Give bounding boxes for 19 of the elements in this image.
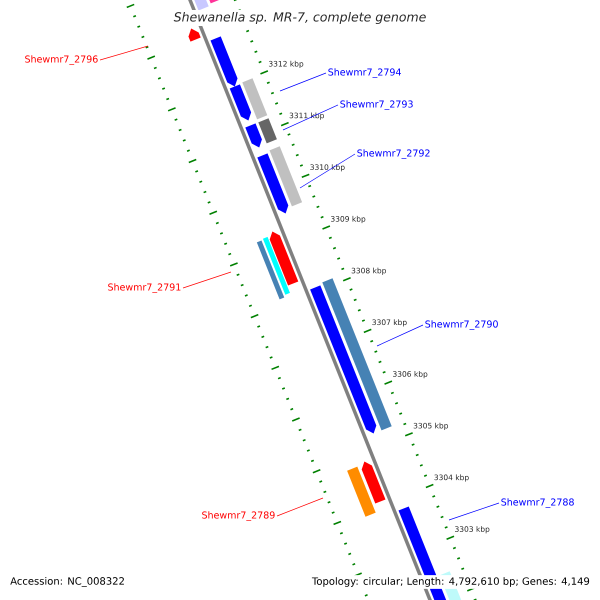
leader-line bbox=[300, 154, 356, 188]
accession-text: Accession: NC_008322 bbox=[8, 575, 127, 589]
gene-label: Shewmr7_2792 bbox=[357, 149, 430, 159]
leader-line bbox=[280, 72, 326, 92]
gene-label: Shewmr7_2796 bbox=[25, 55, 98, 65]
leader-line bbox=[376, 324, 424, 346]
gene-label: Shewmr7_2790 bbox=[425, 320, 498, 330]
leader-line bbox=[282, 104, 338, 130]
leader-line bbox=[182, 272, 232, 288]
gene-label: Shewmr7_2791 bbox=[108, 283, 180, 293]
gene-label: Shewmr7_2788 bbox=[501, 498, 574, 508]
gene-label: Shewmr7_2789 bbox=[202, 511, 275, 521]
gene-label: Shewmr7_2794 bbox=[328, 68, 401, 78]
title: Shewanella sp. MR-7, complete genome bbox=[172, 10, 428, 26]
gene-label: Shewmr7_2793 bbox=[340, 100, 413, 110]
genome-summary-text: Topology: circular; Length: 4,792,610 bp; Genes: 4,149 bbox=[310, 575, 592, 589]
leader-line bbox=[100, 46, 148, 60]
leader-line bbox=[448, 502, 500, 520]
leader-line bbox=[276, 498, 324, 516]
